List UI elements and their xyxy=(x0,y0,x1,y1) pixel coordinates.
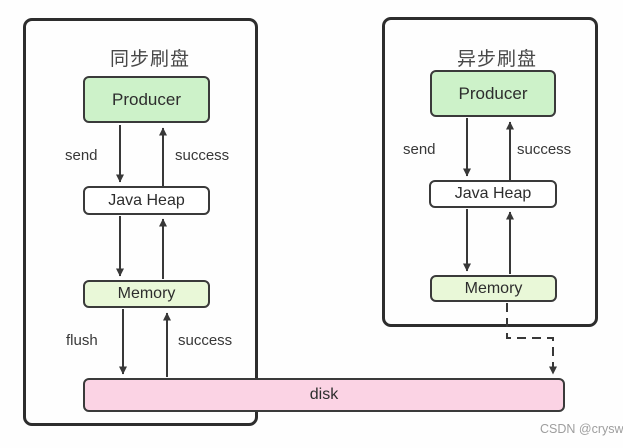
async-producer-node: Producer xyxy=(430,70,556,117)
watermark: CSDN @crysw xyxy=(540,422,623,436)
disk-node: disk xyxy=(83,378,565,412)
sync-java-heap-node: Java Heap xyxy=(83,186,210,215)
sync-flush-panel xyxy=(23,18,258,426)
sync-success-upper-label: success xyxy=(175,147,230,164)
async-panel-title: 异步刷盘 xyxy=(457,49,538,70)
sync-success-lower-label: success xyxy=(178,332,233,349)
async-memory-node: Memory xyxy=(430,275,557,302)
async-send-label: send xyxy=(403,141,436,158)
async-flush-panel xyxy=(382,17,598,327)
sync-panel-title: 同步刷盘 xyxy=(110,49,191,70)
sync-send-label: send xyxy=(65,147,98,164)
sync-flush-label: flush xyxy=(66,332,98,349)
sync-producer-node: Producer xyxy=(83,76,210,123)
async-success-label: success xyxy=(517,141,572,158)
sync-memory-node: Memory xyxy=(83,280,210,308)
async-java-heap-node: Java Heap xyxy=(429,180,557,208)
